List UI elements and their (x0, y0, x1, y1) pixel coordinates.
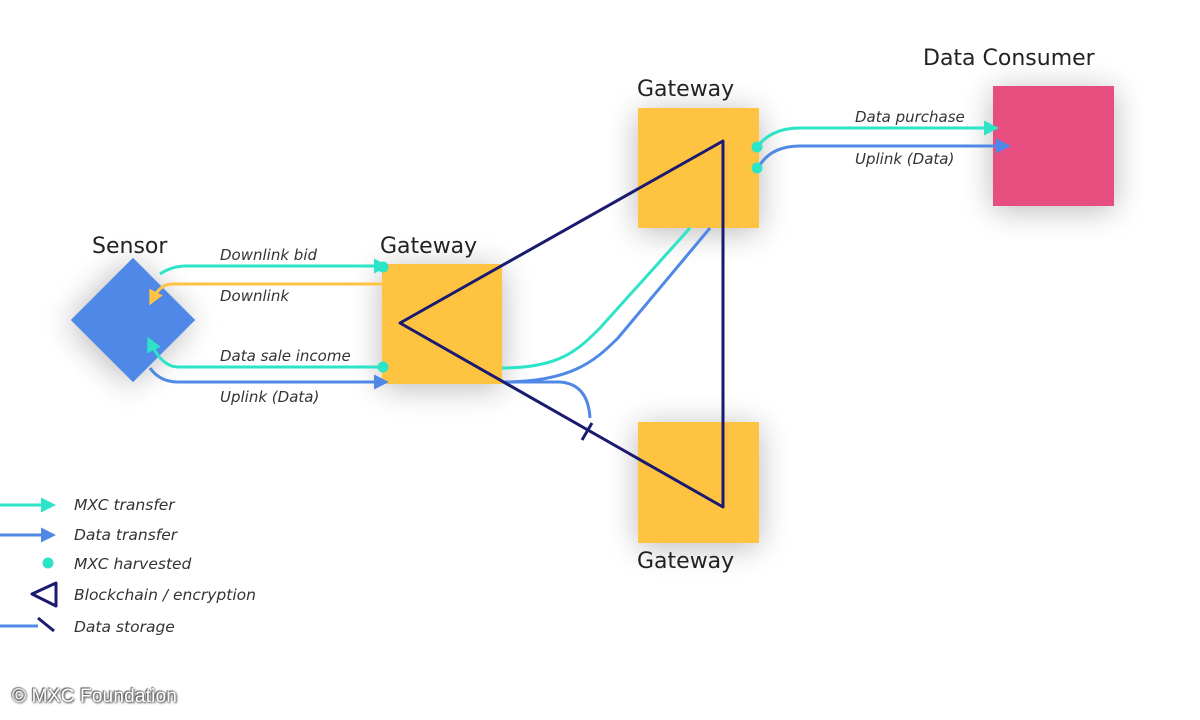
uplink-sensor-label: Uplink (Data) (220, 388, 319, 406)
harvest-dot (377, 361, 389, 373)
uplink-consumer-label: Uplink (Data) (855, 150, 954, 168)
legend-data-storage-label: Data storage (74, 618, 175, 636)
sensor-title: Sensor (92, 234, 168, 259)
downlink-label: Downlink (220, 287, 290, 305)
legend-mxc-harvested-dot-icon (42, 557, 54, 569)
downlink-arrow (149, 282, 383, 306)
gateway-top-node (638, 108, 759, 228)
legend-mxc-transfer-label: MXC transfer (74, 496, 176, 514)
data-storage-mark (580, 422, 594, 441)
harvest-dot (377, 261, 389, 273)
uplink-consumer-arrow (756, 138, 1011, 169)
downlink-bid-arrow (159, 258, 389, 276)
legend-blockchain-triangle-icon (30, 581, 58, 608)
legend-data-storage-tick-icon (37, 616, 55, 633)
copyright-notice: © MXC Foundation (12, 686, 178, 707)
data-sale-income-arrow (147, 336, 383, 369)
uplink-sensor-arrow (148, 367, 389, 390)
legend-data-transfer-label: Data transfer (74, 526, 179, 544)
data-to-top-gateway-line (501, 227, 712, 384)
gateway-bottom-node (638, 422, 759, 543)
harvest-dot (751, 141, 763, 153)
data-to-storage-line (502, 380, 592, 419)
data-purchase-arrow (756, 120, 999, 147)
legend-blockchain-label: Blockchain / encryption (74, 586, 256, 604)
gateway-bottom-title: Gateway (637, 549, 734, 574)
harvest-dot (751, 162, 763, 174)
blockchain-triangle (398, 139, 725, 509)
gateway-top-title: Gateway (637, 77, 734, 102)
sensor-node (70, 257, 196, 383)
downlink-bid-label: Downlink bid (220, 246, 317, 264)
mxc-to-top-gateway-line (501, 226, 692, 370)
data-sale-income-label: Data sale income (220, 347, 351, 365)
legend: MXC transfer Data transfer MXC harvested… (0, 496, 256, 636)
data-purchase-label: Data purchase (855, 108, 965, 126)
data-consumer-title: Data Consumer (923, 46, 1096, 71)
gateway-center-title: Gateway (380, 234, 477, 259)
legend-mxc-harvested-label: MXC harvested (74, 555, 192, 573)
data-consumer-node (993, 86, 1114, 206)
